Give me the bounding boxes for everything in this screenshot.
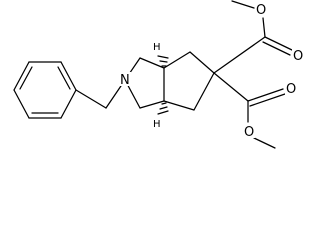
bond (213, 72, 249, 102)
structure-diagram: N H H O O O O (13, 0, 304, 149)
double-bond (264, 36, 293, 51)
bond (139, 100, 165, 109)
oxygen-label-carbonyl-lower: O (286, 82, 296, 97)
oxygen-label-ester-upper-methoxy: O (256, 3, 266, 18)
bond (139, 57, 165, 69)
bond (163, 51, 191, 69)
bond (60, 89, 77, 119)
hydrogen-label-lower: H (153, 119, 161, 130)
ester-lower (213, 72, 286, 149)
bond (13, 89, 30, 119)
hash-line (159, 106, 168, 110)
bond (163, 100, 195, 111)
hydrogen-label-upper: H (153, 42, 161, 53)
bond-aryl-ch2 (75, 89, 107, 109)
bond (253, 137, 276, 149)
double-bond (249, 93, 286, 107)
double-bond (262, 41, 291, 56)
oxygen-label-ester-lower-methoxy: O (244, 125, 254, 140)
molecule-structure: N H H O O O O (13, 0, 304, 149)
bond (60, 61, 77, 91)
hash-line (161, 102, 167, 105)
cyclopentane-ring (163, 51, 215, 111)
bond (213, 36, 266, 74)
bond (262, 17, 266, 38)
hash-line (157, 55, 169, 59)
double-bond-inner (57, 66, 71, 90)
bond (13, 61, 30, 91)
bond (193, 72, 215, 111)
bond (231, 0, 255, 9)
stereo-hash-upper (157, 55, 169, 67)
ester-upper (213, 0, 293, 74)
hash-line (157, 110, 169, 115)
stereo-hash-lower (157, 102, 169, 115)
benzene-ring (13, 61, 77, 119)
oxygen-label-carbonyl-upper: O (293, 49, 303, 64)
bond (189, 51, 215, 74)
double-bond (247, 88, 284, 102)
hash-line (159, 60, 168, 63)
nitrogen-label: N (120, 73, 130, 88)
double-bond-inner (19, 66, 33, 90)
